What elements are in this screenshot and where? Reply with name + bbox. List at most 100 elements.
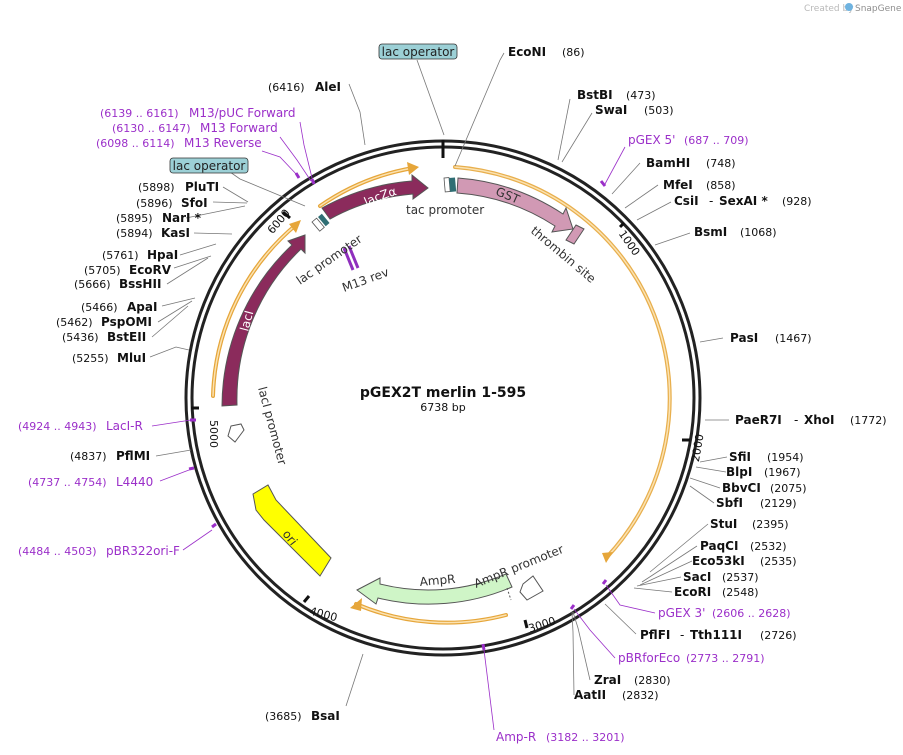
site-hpai-name[interactable]: HpaI xyxy=(147,248,178,262)
lac-promoter-feature[interactable] xyxy=(311,217,325,232)
site-zrai-pos: (2830) xyxy=(634,674,671,687)
thrombin-site-feature[interactable] xyxy=(565,224,585,245)
orf-arc-laci-arrow xyxy=(289,220,301,233)
site-sfii-pos: (1954) xyxy=(767,451,804,464)
site-sfoi-name[interactable]: SfoI xyxy=(181,196,208,210)
primer-l4440-range: (4737 .. 4754) xyxy=(28,476,107,489)
site-ecori-name[interactable]: EcoRI xyxy=(674,585,711,599)
site-bsteii-name[interactable]: BstEII xyxy=(107,330,146,344)
site-bsmi-pos: (1068) xyxy=(740,226,777,239)
primer-pbrforeco-name[interactable]: pBRforEco xyxy=(618,651,680,665)
ampr-feature[interactable] xyxy=(356,573,513,605)
site-tth111i-name[interactable]: Tth111I xyxy=(690,628,742,642)
credit-prefix: Created by xyxy=(804,4,854,14)
site-ecorv-name[interactable]: EcoRV xyxy=(129,263,172,277)
snapgene-logo-icon xyxy=(845,3,853,11)
primer-lacir-name[interactable]: LacI-R xyxy=(106,419,143,433)
site-mfei-name[interactable]: MfeI xyxy=(663,178,693,192)
site-bsmi-name[interactable]: BsmI xyxy=(694,225,727,239)
lac-operator-feature[interactable] xyxy=(317,213,330,227)
site-econi-name[interactable]: EcoNI xyxy=(508,45,546,59)
site-bstbi-name[interactable]: BstBI xyxy=(577,88,613,102)
site-bamhi-pos: (748) xyxy=(706,157,736,170)
site-csii-name[interactable]: CsiI xyxy=(674,194,699,208)
site-ecori-pos: (2548) xyxy=(722,586,759,599)
site-apai-name[interactable]: ApaI xyxy=(127,300,157,314)
site-blpi-name[interactable]: BlpI xyxy=(726,465,752,479)
site-sexai-name[interactable]: SexAI * xyxy=(719,194,768,208)
site-eco53ki-name[interactable]: Eco53kI xyxy=(692,554,745,568)
lac-operator-top-box[interactable] xyxy=(378,43,458,60)
site-paqci-pos: (2532) xyxy=(750,540,787,553)
site-sbfi-name[interactable]: SbfI xyxy=(716,496,743,510)
site-xhoi-name[interactable]: XhoI xyxy=(804,413,835,427)
lac-operator-callouts: lac operator lac operator xyxy=(169,43,458,174)
site-pflmi-name[interactable]: PflMI xyxy=(116,449,150,463)
site-pspomi-name[interactable]: PspOMI xyxy=(101,315,152,329)
site-mlui-name[interactable]: MluI xyxy=(117,351,146,365)
site-paqci-name[interactable]: PaqCI xyxy=(700,539,738,553)
lacz-alpha-feature[interactable] xyxy=(321,173,429,220)
primer-pgex5-name[interactable]: pGEX 5' xyxy=(628,133,675,147)
primer-m13puc-name[interactable]: M13/pUC Forward xyxy=(189,106,296,120)
site-pluti-pos: (5898) xyxy=(138,181,175,194)
site-blpi-pos: (1967) xyxy=(764,466,801,479)
laci-promoter-label: lacI promoter xyxy=(255,385,289,466)
site-stui-name[interactable]: StuI xyxy=(710,517,737,531)
svg-text:-: - xyxy=(794,413,798,427)
lac-operator-left-box[interactable] xyxy=(169,157,249,174)
orf-arc-lacz-arrow xyxy=(407,162,419,175)
primer-ampr-range: (3182 .. 3201) xyxy=(546,731,625,744)
plasmid-length: 6738 bp xyxy=(420,401,465,414)
site-bstbi-pos: (473) xyxy=(626,89,656,102)
primer-m13f-name[interactable]: M13 Forward xyxy=(200,121,278,135)
laci-feature[interactable] xyxy=(221,234,306,407)
site-aatii-name[interactable]: AatII xyxy=(574,688,606,702)
primer-ampr-name[interactable]: Amp-R xyxy=(496,730,536,744)
site-stui-pos: (2395) xyxy=(752,518,789,531)
site-bsshii-name[interactable]: BssHII xyxy=(119,277,161,291)
site-saci-pos: (2537) xyxy=(722,571,759,584)
primer-pbr322-range: (4484 .. 4503) xyxy=(18,545,97,558)
primer-mark-pbr322 xyxy=(211,522,217,529)
site-pasi-pos: (1467) xyxy=(775,332,812,345)
site-swai-name[interactable]: SwaI xyxy=(595,103,627,117)
ampr-promoter-feature[interactable] xyxy=(519,575,544,601)
site-bbvci-name[interactable]: BbvCI xyxy=(722,481,761,495)
site-pasi-name[interactable]: PasI xyxy=(730,331,758,345)
tac-lac-operator-feature[interactable] xyxy=(449,177,457,192)
site-pflfi-name[interactable]: PflFI xyxy=(640,628,670,642)
site-sfii-name[interactable]: SfiI xyxy=(729,450,751,464)
site-zrai-name[interactable]: ZraI xyxy=(594,673,621,687)
site-paer7i-name[interactable]: PaeR7I xyxy=(735,413,782,427)
primer-pgex3-name[interactable]: pGEX 3' xyxy=(658,606,705,620)
site-swai-pos: (503) xyxy=(644,104,674,117)
site-kasi-name[interactable]: KasI xyxy=(161,226,190,240)
primer-m13puc-range: (6139 .. 6161) xyxy=(100,107,179,120)
site-labels-left: (6416) AleI (5898) PluTI (5896) SfoI (58… xyxy=(56,80,341,723)
laci-promoter-feature[interactable] xyxy=(227,423,245,443)
site-nari-pos: (5895) xyxy=(116,212,153,225)
site-nari-name[interactable]: NarI * xyxy=(162,211,202,225)
credit-brand: SnapGene xyxy=(855,4,902,14)
ori-feature[interactable] xyxy=(252,484,332,577)
site-saci-name[interactable]: SacI xyxy=(683,570,711,584)
ampr-promoter-label: AmpR promoter xyxy=(472,542,566,591)
primer-l4440-name[interactable]: L4440 xyxy=(116,475,153,489)
site-paer7i-pos: (1772) xyxy=(850,414,887,427)
site-bsai-name[interactable]: BsaI xyxy=(311,709,340,723)
tick-label-4000: 4000 xyxy=(308,605,338,625)
ampr-label: AmpR xyxy=(419,572,456,589)
site-pluti-name[interactable]: PluTI xyxy=(185,180,219,194)
site-alei-name[interactable]: AleI xyxy=(315,80,341,94)
primer-pbr322-name[interactable]: pBR322ori-F xyxy=(106,544,180,558)
m13-rev-label: M13 rev xyxy=(340,265,390,295)
laci-label: lacI xyxy=(237,309,256,333)
m13-rev-feature[interactable] xyxy=(342,245,360,271)
primer-mark-ampr xyxy=(481,643,486,651)
primer-m13r-name[interactable]: M13 Reverse xyxy=(184,136,262,150)
primer-m13f-range: (6130 .. 6147) xyxy=(112,122,191,135)
site-bamhi-name[interactable]: BamHI xyxy=(646,156,690,170)
site-pspomi-pos: (5462) xyxy=(56,316,93,329)
